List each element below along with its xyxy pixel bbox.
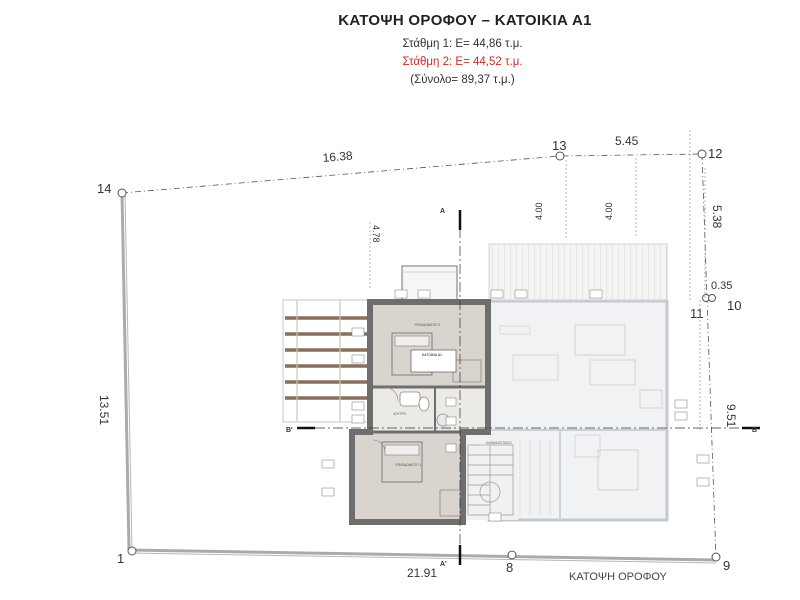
corner-marker-11 [708,294,716,302]
dimension-4-00-left: 4.00 [534,202,544,220]
area-box-title: ΚΑΤΟΙΚΙΑ Α1 [422,353,442,357]
section-marker-a-prime: A' [440,561,447,568]
section-marker-b-prime: B' [286,427,293,434]
corner-marker-9 [711,552,721,562]
room-label-bedroom-1: ΥΠΝΟΔΩΜΑΤΙΟ 1 [395,463,421,467]
drawing-title: ΚΑΤΟΨΗ ΟΡΟΦΟΥ – ΚΑΤΟΙΚΙΑ Α1 [338,12,592,29]
room-label-bathroom: ΛΟΥΤΡΟ [393,412,407,416]
bathroom-floor [373,387,485,432]
corner-label-1: 1 [117,551,124,566]
corner-label-13: 13 [552,138,566,153]
dimension-16-38: 16.38 [322,148,353,165]
corner-label-8: 8 [506,560,513,575]
window-tags [321,289,710,522]
dimension-5-38: 5.38 [710,205,724,229]
dimension-0-35: 0.35 [711,280,732,292]
total-area: (Σύνολο= 89,37 τ.μ.) [410,74,515,86]
corner-label-12: 12 [708,146,722,161]
corner-marker-1 [127,546,137,556]
section-marker-a: A [440,208,445,215]
dimension-13-51: 13.51 [97,395,111,425]
adjacent-unit-faded [487,243,669,522]
dimension-5-45: 5.45 [615,134,639,148]
section-lines [297,210,760,565]
corner-marker-14 [117,188,127,198]
corner-label-10: 10 [727,298,741,313]
corner-marker-13 [555,151,565,161]
dimension-9-51: 9.51 [724,404,738,428]
drawing-footer-label: ΚΑΤΟΨΗ ΟΡΟΦΟΥ [569,571,668,583]
dimension-4-00-right: 4.00 [604,202,614,220]
drawing-header: ΚΑΤΟΨΗ ΟΡΟΦΟΥ – ΚΑΤΟΙΚΙΑ Α1 Στάθμη 1: Ε=… [0,0,800,100]
corner-label-11: 11 [690,306,704,321]
corner-label-14: 14 [97,181,111,196]
plot-boundary [120,153,717,564]
dimension-21-91: 21.91 [407,566,437,580]
section-marker-b: B [752,427,757,434]
level-2-area: Στάθμη 2: Ε= 44,52 τ.μ. [402,56,523,68]
dimension-4-78: 4.78 [371,225,381,243]
room-label-bedroom-2: ΥΠΝΟΔΩΜΑΤΙΟ 2 [414,323,440,327]
unit-a1-plan [349,299,518,525]
corner-label-9: 9 [723,558,730,573]
room-label-stair: ΚΛΙΜΑΚΟΣΤΑΣΙΟ [486,441,512,445]
corner-markers [117,149,721,562]
level-1-area: Στάθμη 1: Ε= 44,86 τ.μ. [402,38,523,50]
corner-marker-12 [697,149,707,159]
corner-marker-8 [507,550,517,560]
